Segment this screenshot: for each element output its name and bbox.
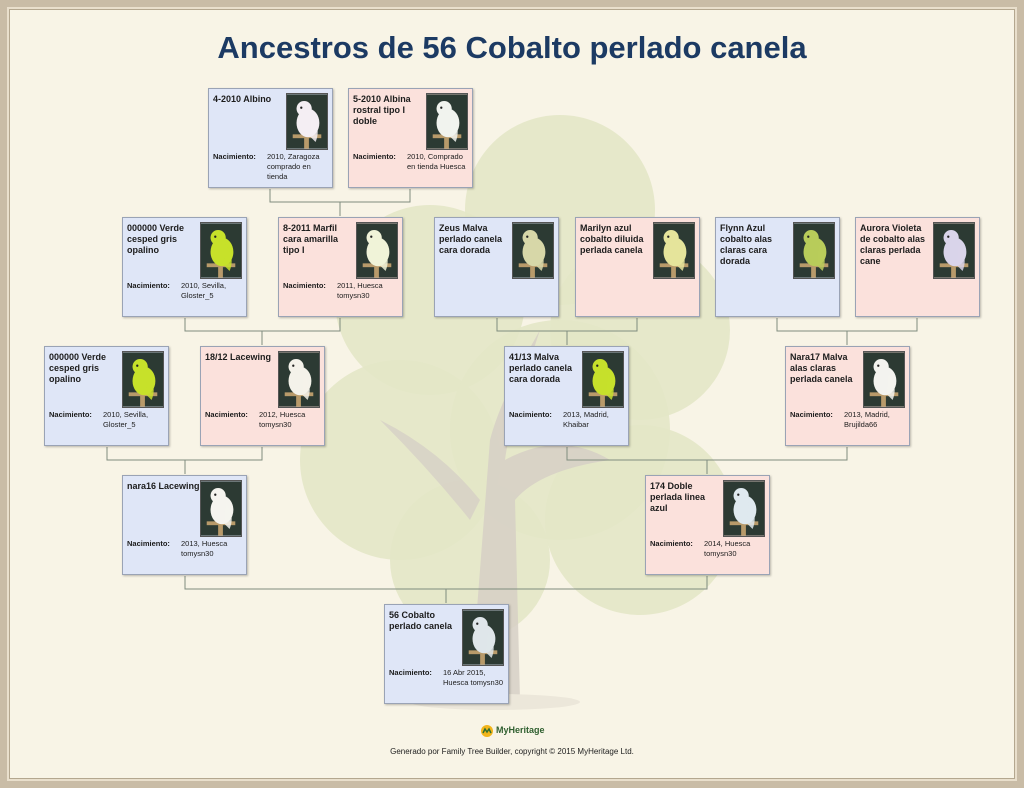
person-photo — [200, 222, 242, 279]
budgerigar-photo-icon — [463, 610, 503, 665]
person-name: Nara17 Malva alas claras perlada canela — [790, 352, 853, 384]
budgerigar-photo-icon — [794, 223, 834, 278]
birth-value: 2014, Huesca tomysn30 — [704, 539, 751, 558]
budgerigar-photo-icon — [654, 223, 694, 278]
budgerigar-photo-icon — [427, 94, 467, 149]
person-name: 41/13 Malva perlado canela cara dorada — [509, 352, 573, 384]
person-photo — [426, 93, 468, 150]
budgerigar-photo-icon — [279, 352, 319, 407]
page-title: Ancestros de 56 Cobalto perlado canela — [217, 30, 807, 65]
person-photo — [286, 93, 328, 150]
birth-label: Nacimiento: — [650, 539, 693, 548]
person-photo — [793, 222, 835, 279]
birth-value: 2011, Huesca tomysn30 — [337, 281, 383, 300]
birth-value: 2013, Madrid, Brujilda66 — [844, 410, 890, 429]
person-name: 8-2011 Marfil cara amarilla tipo I — [283, 223, 339, 255]
birth-value: 2013, Huesca tomysn30 — [181, 539, 228, 558]
person-photo — [933, 222, 975, 279]
birth-value: 16 Abr 2015, Huesca tomysn30 — [443, 668, 504, 687]
person-name: Flynn Azul cobalto alas claras cara dora… — [720, 223, 773, 266]
birth-value: 2010, Comprado en tienda Huesca — [407, 152, 466, 171]
birth-label: Nacimiento: — [353, 152, 396, 161]
budgerigar-photo-icon — [357, 223, 397, 278]
birth-value: 2010, Sevilla, Gloster_5 — [103, 410, 149, 429]
person-photo — [512, 222, 554, 279]
person-photo — [278, 351, 320, 408]
person-photo — [462, 609, 504, 666]
person-name: 18/12 Lacewing — [205, 352, 272, 362]
birth-value: 2010, Sevilla, Gloster_5 — [181, 281, 227, 300]
person-name: 4-2010 Albino — [213, 94, 272, 104]
person-photo — [356, 222, 398, 279]
person-card[interactable]: 8-2011 Marfil cara amarilla tipo I Nacimi… — [278, 217, 403, 317]
budgerigar-photo-icon — [123, 352, 163, 407]
myheritage-logo-icon — [481, 725, 493, 737]
budgerigar-photo-icon — [201, 223, 241, 278]
budgerigar-photo-icon — [287, 94, 327, 149]
person-card[interactable]: Aurora Violeta de cobalto alas claras pe… — [855, 217, 980, 317]
birth-value: 2013, Madrid, Khaibar — [563, 410, 609, 429]
person-name: 5-2010 Albina rostral tipo I doble — [353, 94, 411, 126]
footer-copyright: Generado por Family Tree Builder, copyri… — [390, 747, 634, 756]
person-name: 000000 Verde cesped gris opalino — [127, 223, 185, 255]
myheritage-logo[interactable]: MyHeritage — [480, 724, 550, 738]
person-photo — [723, 480, 765, 537]
person-photo — [122, 351, 164, 408]
person-name: 000000 Verde cesped gris opalino — [49, 352, 107, 384]
person-name: Aurora Violeta de cobalto alas claras pe… — [860, 223, 926, 266]
person-card[interactable]: Zeus Malva perlado canela cara dorada — [434, 217, 559, 317]
person-name: nara16 Lacewing — [127, 481, 200, 491]
person-photo — [653, 222, 695, 279]
budgerigar-photo-icon — [934, 223, 974, 278]
birth-value: 2010, Zaragoza comprado en tienda — [267, 152, 320, 181]
birth-label: Nacimiento: — [49, 410, 92, 419]
birth-value: 2012, Huesca tomysn30 — [259, 410, 306, 429]
birth-label: Nacimiento: — [283, 281, 326, 290]
person-photo — [863, 351, 905, 408]
birth-label: Nacimiento: — [389, 668, 432, 677]
birth-label: Nacimiento: — [213, 152, 256, 161]
person-name: Marilyn azul cobalto diluida perlada can… — [580, 223, 644, 255]
birth-label: Nacimiento: — [509, 410, 552, 419]
birth-label: Nacimiento: — [790, 410, 833, 419]
budgerigar-photo-icon — [864, 352, 904, 407]
person-card[interactable]: Marilyn azul cobalto diluida perlada can… — [575, 217, 700, 317]
budgerigar-photo-icon — [201, 481, 241, 536]
person-name: 174 Doble perlada linea azul — [650, 481, 706, 513]
birth-label: Nacimiento: — [205, 410, 248, 419]
person-name: 56 Cobalto perlado canela — [389, 610, 453, 631]
person-card[interactable]: Flynn Azul cobalto alas claras cara dora… — [715, 217, 840, 317]
birth-label: Nacimiento: — [127, 539, 170, 548]
budgerigar-photo-icon — [724, 481, 764, 536]
budgerigar-photo-icon — [583, 352, 623, 407]
person-name: Zeus Malva perlado canela cara dorada — [439, 223, 503, 255]
budgerigar-photo-icon — [513, 223, 553, 278]
person-photo — [200, 480, 242, 537]
person-photo — [582, 351, 624, 408]
logo-text: MyHeritage — [496, 725, 545, 735]
birth-label: Nacimiento: — [127, 281, 170, 290]
